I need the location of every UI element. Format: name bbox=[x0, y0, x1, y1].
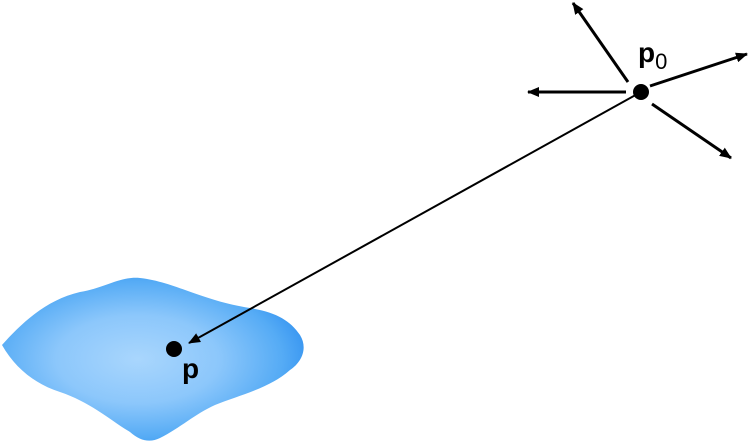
source-point-dot bbox=[633, 84, 649, 100]
ray-p0-to-p bbox=[188, 91, 642, 344]
ray-up-right-arrow bbox=[649, 52, 748, 88]
source-point-label: p0 bbox=[638, 37, 667, 74]
surface-patch bbox=[2, 277, 304, 441]
surface-point-label: p bbox=[182, 353, 199, 384]
surface-point-dot bbox=[166, 341, 182, 357]
ray-up-left-arrow bbox=[571, 2, 630, 83]
ray-down-right-arrow bbox=[651, 102, 732, 160]
